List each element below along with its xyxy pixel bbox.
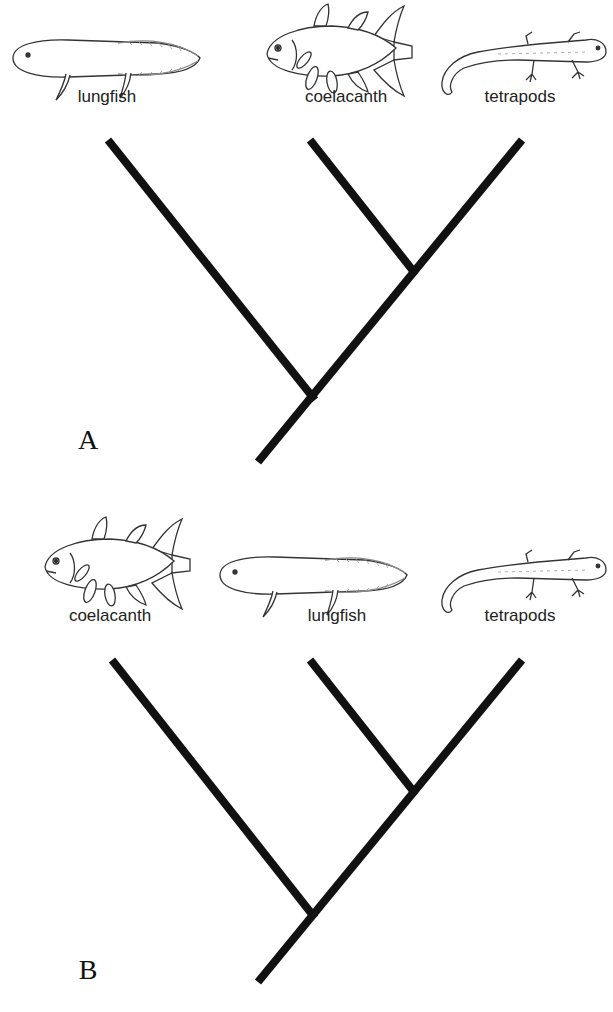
taxon-label: lungfish xyxy=(308,607,367,626)
panel-letter: A xyxy=(78,425,98,456)
taxon-label: coelacanth xyxy=(305,88,387,107)
taxon-label: tetrapods xyxy=(485,607,556,626)
taxon-label: lungfish xyxy=(78,88,137,107)
taxon-label: coelacanth xyxy=(69,607,151,626)
panel-letter: B xyxy=(79,955,98,986)
taxon-label: tetrapods xyxy=(485,88,556,107)
